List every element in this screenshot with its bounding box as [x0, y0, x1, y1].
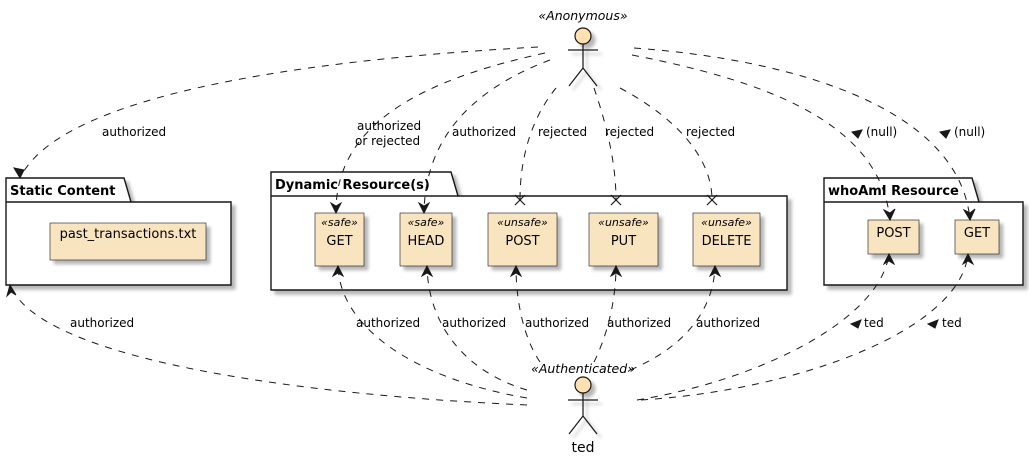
node-dynamic-get[interactable]: «safe» GET: [314, 212, 365, 267]
node-label: PUT: [611, 234, 636, 249]
edge-anonymous-static: authorized: [12, 46, 539, 180]
edge-ted-dynamic-put: authorized: [593, 264, 671, 363]
edge-ted-dynamic-delete: authorized: [629, 264, 760, 371]
node-whoami-post[interactable]: POST: [867, 219, 920, 255]
node-dynamic-put[interactable]: «unsafe» PUT: [588, 212, 659, 267]
package-title: whoAmI Resource: [828, 184, 959, 199]
edge-label: ted: [942, 316, 962, 330]
edge-label: (null): [866, 125, 897, 139]
edge-label: authorized: [102, 125, 166, 139]
node-label: GET: [964, 226, 990, 241]
node-label: DELETE: [702, 234, 752, 249]
edge-anonymous-dynamic-put: rejected: [593, 87, 654, 206]
package-title: Dynamic Resource(s): [275, 178, 430, 193]
edge-label: authorized: [442, 316, 506, 330]
actor-stereotype: «Anonymous»: [538, 8, 627, 23]
actor-anonymous[interactable]: «Anonymous»: [538, 8, 628, 87]
edge-anonymous-dynamic-head: authorized: [417, 59, 551, 215]
edge-anonymous-dynamic-delete: rejected: [619, 87, 735, 206]
edge-ted-dynamic-get: authorized: [331, 264, 528, 399]
edge-ted-dynamic-post: authorized: [509, 264, 589, 363]
node-dynamic-delete[interactable]: «unsafe» DELETE: [692, 212, 761, 267]
node-label: past_transactions.txt: [60, 227, 197, 242]
node-past-transactions[interactable]: past_transactions.txt: [49, 222, 207, 261]
edge-label: authorized: [696, 316, 760, 330]
edge-label: authorized: [70, 316, 134, 330]
node-dynamic-post[interactable]: «unsafe» POST: [487, 212, 558, 267]
edge-label: ted: [864, 316, 884, 330]
actor-name: ted: [572, 440, 595, 456]
node-stereotype: «safe»: [321, 216, 358, 229]
edge-label: rejected: [686, 125, 735, 139]
actor-authenticated-ted[interactable]: «Authenticated» ted: [531, 361, 635, 456]
node-stereotype: «unsafe»: [497, 216, 548, 229]
node-label: POST: [505, 234, 539, 249]
edge-label: authorized: [356, 316, 420, 330]
edge-ted-dynamic-head: authorized: [420, 264, 528, 391]
edge-label: rejected: [538, 125, 587, 139]
edge-ted-whoami-get: ted: [640, 252, 975, 401]
node-stereotype: «unsafe»: [701, 216, 752, 229]
node-label: HEAD: [408, 234, 445, 249]
node-dynamic-head[interactable]: «safe» HEAD: [399, 212, 453, 267]
edge-label: (null): [954, 125, 985, 139]
edge-label: rejected: [605, 125, 654, 139]
edge-label: authorized: [525, 316, 589, 330]
edge-anonymous-whoami-post: (null): [631, 54, 897, 222]
edge-label: or rejected: [355, 134, 420, 148]
edge-anonymous-dynamic-post: rejected: [514, 87, 587, 206]
node-stereotype: «safe»: [408, 216, 445, 229]
package-whoami-resource: whoAmI Resource: [823, 177, 1024, 286]
package-title: Static Content: [10, 184, 115, 199]
edge-label: authorized: [357, 119, 421, 133]
node-stereotype: «unsafe»: [598, 216, 649, 229]
node-whoami-get[interactable]: GET: [954, 219, 1000, 255]
edge-ted-static: authorized: [6, 283, 528, 406]
node-label: GET: [326, 234, 352, 249]
edge-ted-whoami-post: ted: [636, 252, 896, 401]
edge-anonymous-whoami-get: (null): [633, 47, 985, 222]
edge-anonymous-dynamic-get: authorized or rejected: [329, 52, 546, 215]
edge-label: authorized: [452, 125, 516, 139]
node-label: POST: [876, 226, 910, 241]
edge-label: authorized: [607, 316, 671, 330]
actor-stereotype: «Authenticated»: [531, 361, 635, 376]
